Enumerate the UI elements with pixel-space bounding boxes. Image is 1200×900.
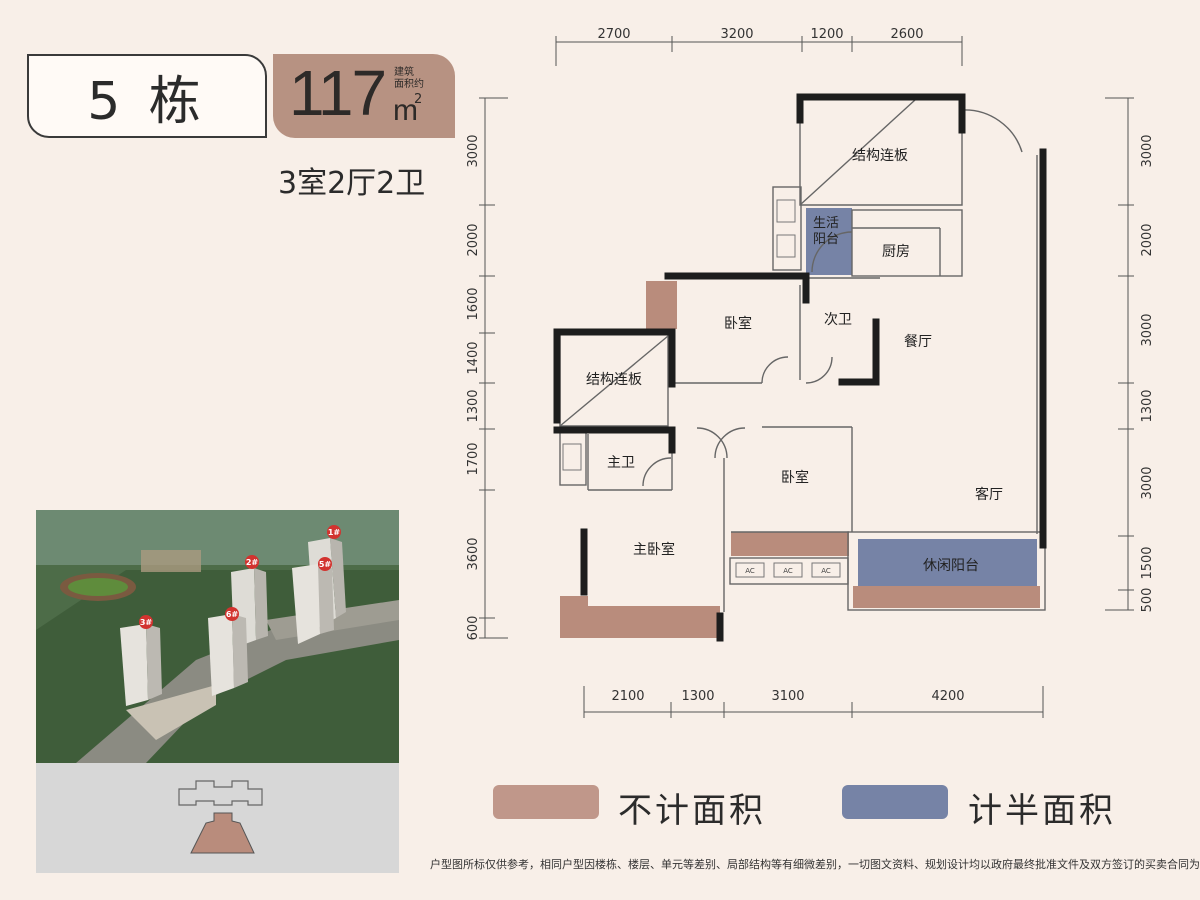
half-area-fill-1	[806, 208, 852, 275]
ac-label-3: AC	[821, 567, 831, 575]
tower-label-5: 5#	[319, 560, 332, 569]
legend-swatch-half	[842, 785, 948, 819]
room-master-bath: 主卫	[607, 455, 635, 471]
dim-left-4: 1400	[466, 341, 481, 374]
ac-unit-3	[562, 443, 582, 471]
room-leisure-balcony: 休闲阳台	[923, 558, 979, 574]
dim-bottom-1: 2100	[611, 689, 644, 704]
key-plan	[36, 763, 399, 873]
half-area-fill-2	[858, 539, 1037, 586]
ac-unit-2	[776, 234, 796, 258]
dim-left-6: 1700	[466, 442, 481, 475]
dim-right-2: 2000	[1140, 223, 1155, 256]
area-caption-line1: 建筑	[394, 67, 414, 78]
area-badge: 117 建筑 面积约 m 2	[273, 54, 455, 138]
excluded-area-fill-3	[853, 586, 1040, 608]
tower-label-6: 6#	[226, 610, 239, 619]
ac-unit-4	[735, 562, 765, 578]
room-secondary-bath: 次卫	[824, 312, 852, 328]
thick-walls	[553, 93, 1047, 642]
dim-left-8: 600	[466, 616, 481, 641]
excluded-area-fill-2	[731, 532, 849, 556]
tower-label-3: 3#	[140, 618, 153, 627]
dim-left-3: 1600	[466, 287, 481, 320]
room-master-bedroom: 主卧室	[633, 541, 675, 558]
ac-unit-5	[773, 562, 803, 578]
dim-left-2: 2000	[466, 223, 481, 256]
dim-left-7: 3600	[466, 537, 481, 570]
legend-swatch-excluded	[493, 785, 599, 819]
area-unit-exponent: 2	[414, 92, 423, 107]
dim-right-4: 1300	[1140, 389, 1155, 422]
room-bedroom-north: 卧室	[724, 315, 752, 332]
dim-bottom-2: 1300	[681, 689, 714, 704]
key-plan-outline	[178, 780, 263, 806]
ac-label-1: AC	[745, 567, 755, 575]
room-structural-slab-left: 结构连板	[586, 372, 642, 388]
ac-label-2: AC	[783, 567, 793, 575]
room-structural-slab-top: 结构连板	[852, 148, 908, 164]
excluded-area-fill-4	[560, 596, 720, 638]
dim-bottom-4: 4200	[931, 689, 964, 704]
tower-3	[120, 624, 162, 706]
ac-unit-1	[776, 199, 796, 223]
ac-unit-6	[811, 562, 841, 578]
tower-6	[208, 614, 248, 696]
area-unit: m	[393, 94, 418, 127]
aerial-rendering: 1# 2# 3# 5# 6#	[36, 510, 399, 763]
room-bedroom-south: 卧室	[781, 469, 809, 486]
dim-left-5: 1300	[466, 389, 481, 422]
area-value: 117	[289, 57, 387, 129]
dim-right-1: 3000	[1140, 134, 1155, 167]
tower-label-2: 2#	[246, 558, 259, 567]
room-kitchen: 厨房	[882, 244, 910, 260]
room-living: 客厅	[975, 486, 1003, 503]
room-dining: 餐厅	[904, 334, 932, 350]
dim-top-3: 1200	[810, 27, 843, 42]
dim-top-2: 3200	[720, 27, 753, 42]
dim-left-1: 3000	[466, 134, 481, 167]
area-caption-line2: 面积约	[394, 79, 424, 90]
legend-label-half: 计半面积	[968, 791, 1116, 831]
dim-right-3: 3000	[1140, 313, 1155, 346]
dimension-lines	[479, 36, 1134, 718]
tower-5	[292, 564, 334, 644]
excluded-area-fill-1	[646, 281, 677, 329]
legend-label-excluded: 不计面积	[618, 791, 766, 831]
tower-label-1: 1#	[328, 528, 341, 537]
dim-top-1: 2700	[597, 27, 630, 42]
room-utility-balcony-2: 阳台	[813, 232, 839, 247]
dim-right-6: 1500	[1140, 546, 1155, 579]
key-plan-highlight	[190, 812, 255, 854]
dim-right-5: 3000	[1140, 466, 1155, 499]
dim-right-7: 500	[1140, 588, 1155, 613]
dim-top-4: 2600	[890, 27, 923, 42]
dim-bottom-3: 3100	[771, 689, 804, 704]
area-caption: 建筑 面积约	[394, 67, 430, 91]
building-label: 5 栋	[27, 54, 267, 138]
layout-type: 3室2厅2卫	[278, 166, 426, 201]
disclaimer: 户型图所标仅供参考，相同户型因楼栋、楼层、单元等差别、局部结构等有细微差别，一切…	[430, 858, 1200, 871]
room-utility-balcony-1: 生活	[813, 216, 839, 231]
